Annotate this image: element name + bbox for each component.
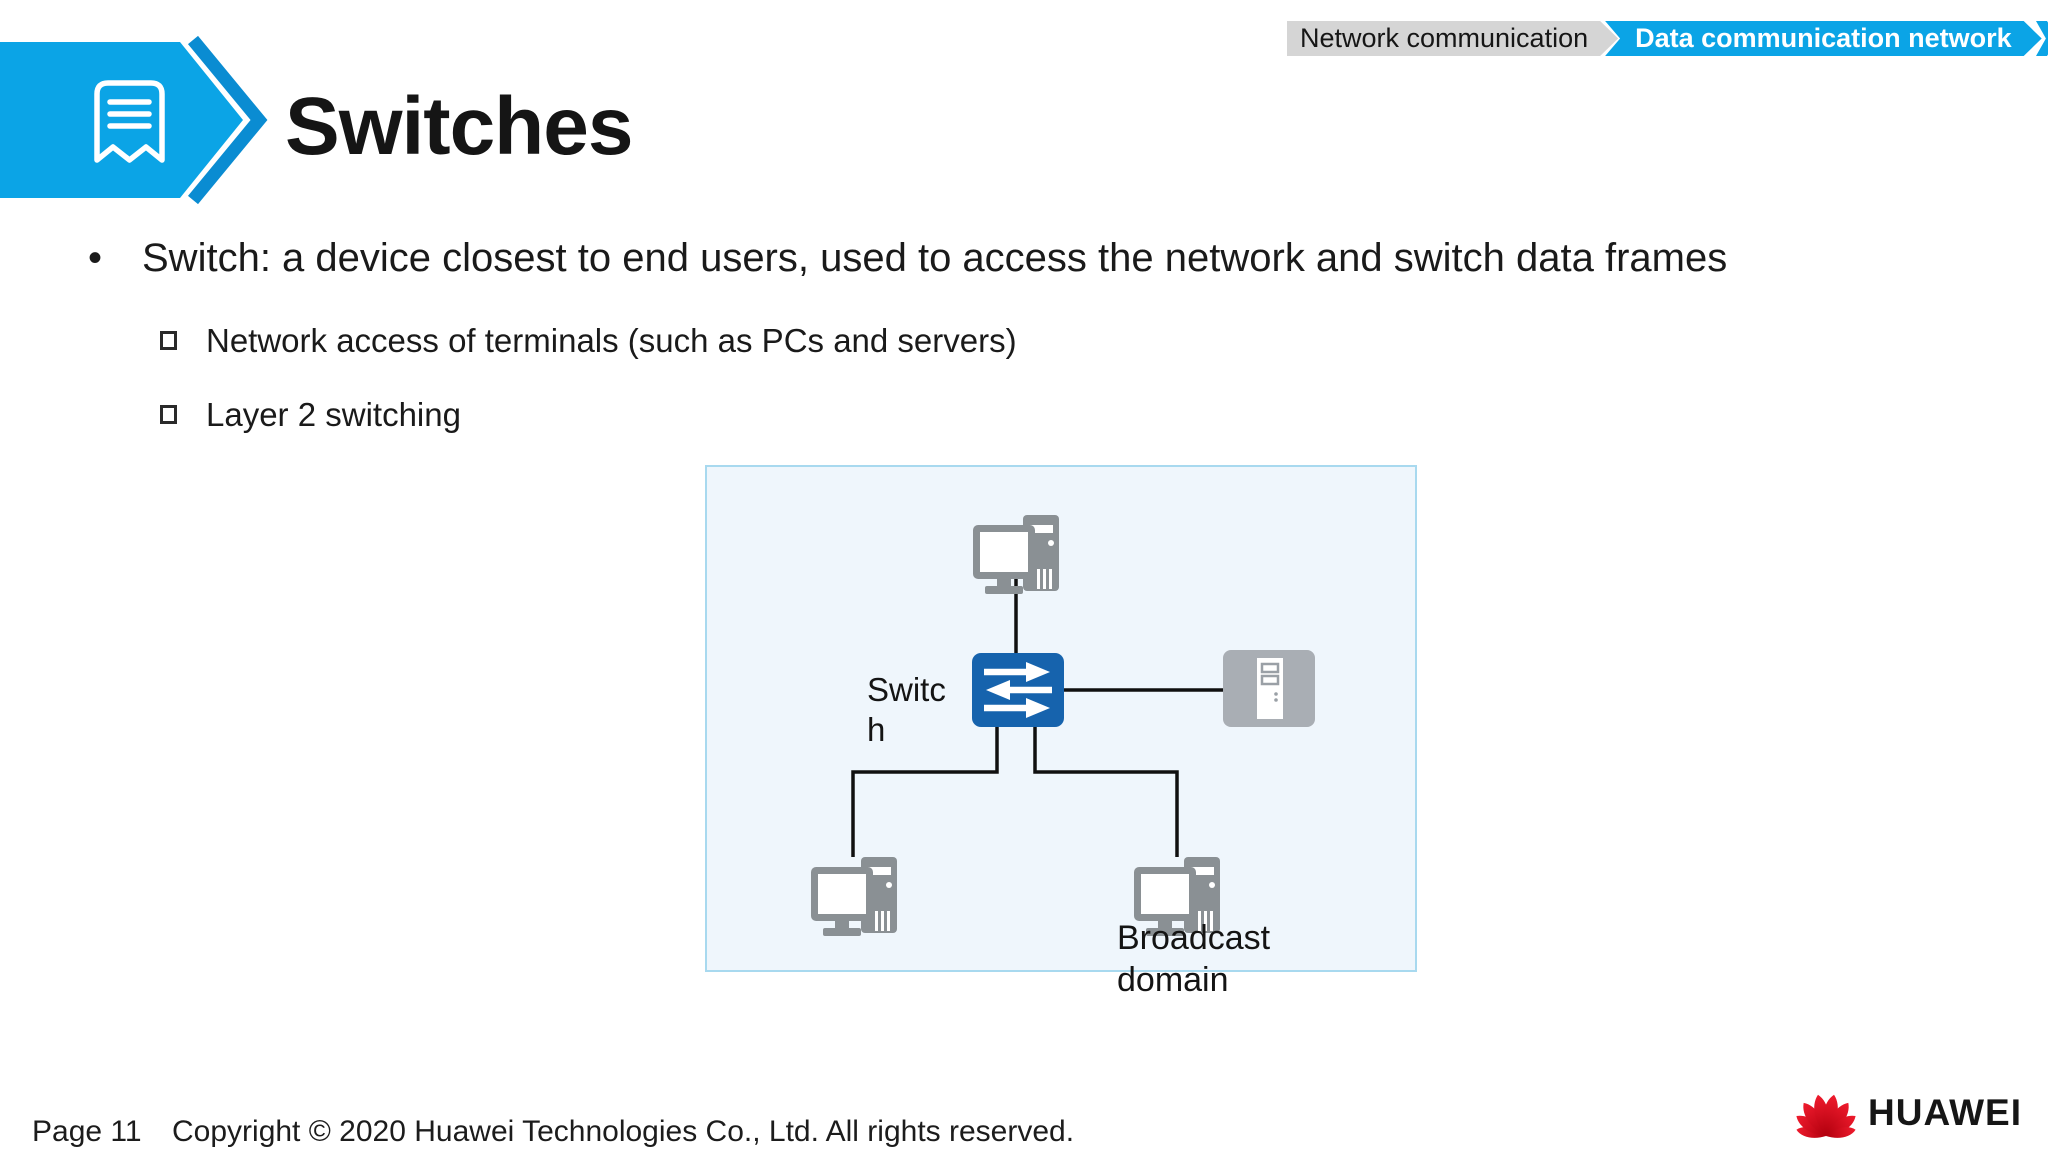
- bullet-sub-2: Layer 2 switching: [160, 396, 461, 434]
- huawei-wordmark: HUAWEI: [1868, 1092, 2022, 1133]
- bullet-sub-1: Network access of terminals (such as PCs…: [160, 322, 1017, 360]
- huawei-logo: HUAWEI: [1794, 1080, 2022, 1140]
- breadcrumb-item-network-communication[interactable]: Network communication: [1287, 21, 1618, 56]
- bullet-marker: •: [88, 236, 103, 280]
- broadcast-domain-diagram: Switc h Broadcast domain: [705, 465, 1417, 999]
- bullet-sub-1-text: Network access of terminals (such as PCs…: [206, 322, 1017, 359]
- banner-arrow-shape: [0, 42, 243, 198]
- copyright-text: Copyright © 2020 Huawei Technologies Co.…: [172, 1115, 1075, 1148]
- page-title: Switches: [285, 81, 633, 172]
- document-bookmark-icon: [94, 80, 165, 163]
- banner-chevron-stripe: [187, 35, 268, 205]
- pc-icon-bottom-left: [811, 855, 901, 945]
- switch-icon: [972, 653, 1064, 732]
- breadcrumb: Network communication Data communication…: [1287, 21, 2048, 56]
- square-bullet-icon: [160, 405, 177, 424]
- pc-icon-top: [973, 513, 1063, 603]
- huawei-flower-icon: [1796, 1094, 1856, 1138]
- bullet-main: • Switch: a device closest to end users,…: [88, 236, 1727, 281]
- square-bullet-icon: [160, 331, 177, 350]
- bullet-sub-2-text: Layer 2 switching: [206, 396, 461, 433]
- broadcast-domain-label: Broadcast domain: [1117, 919, 1271, 999]
- bullet-main-text: Switch: a device closest to end users, u…: [142, 236, 1728, 280]
- breadcrumb-item-data-communication-network[interactable]: Data communication network: [1605, 21, 2042, 56]
- switch-label: Switc h: [867, 671, 946, 748]
- pc-icon-bottom-right: [1134, 855, 1224, 945]
- page-number: Page 11: [32, 1115, 142, 1148]
- server-icon: [1223, 650, 1315, 732]
- title-banner: [0, 35, 268, 205]
